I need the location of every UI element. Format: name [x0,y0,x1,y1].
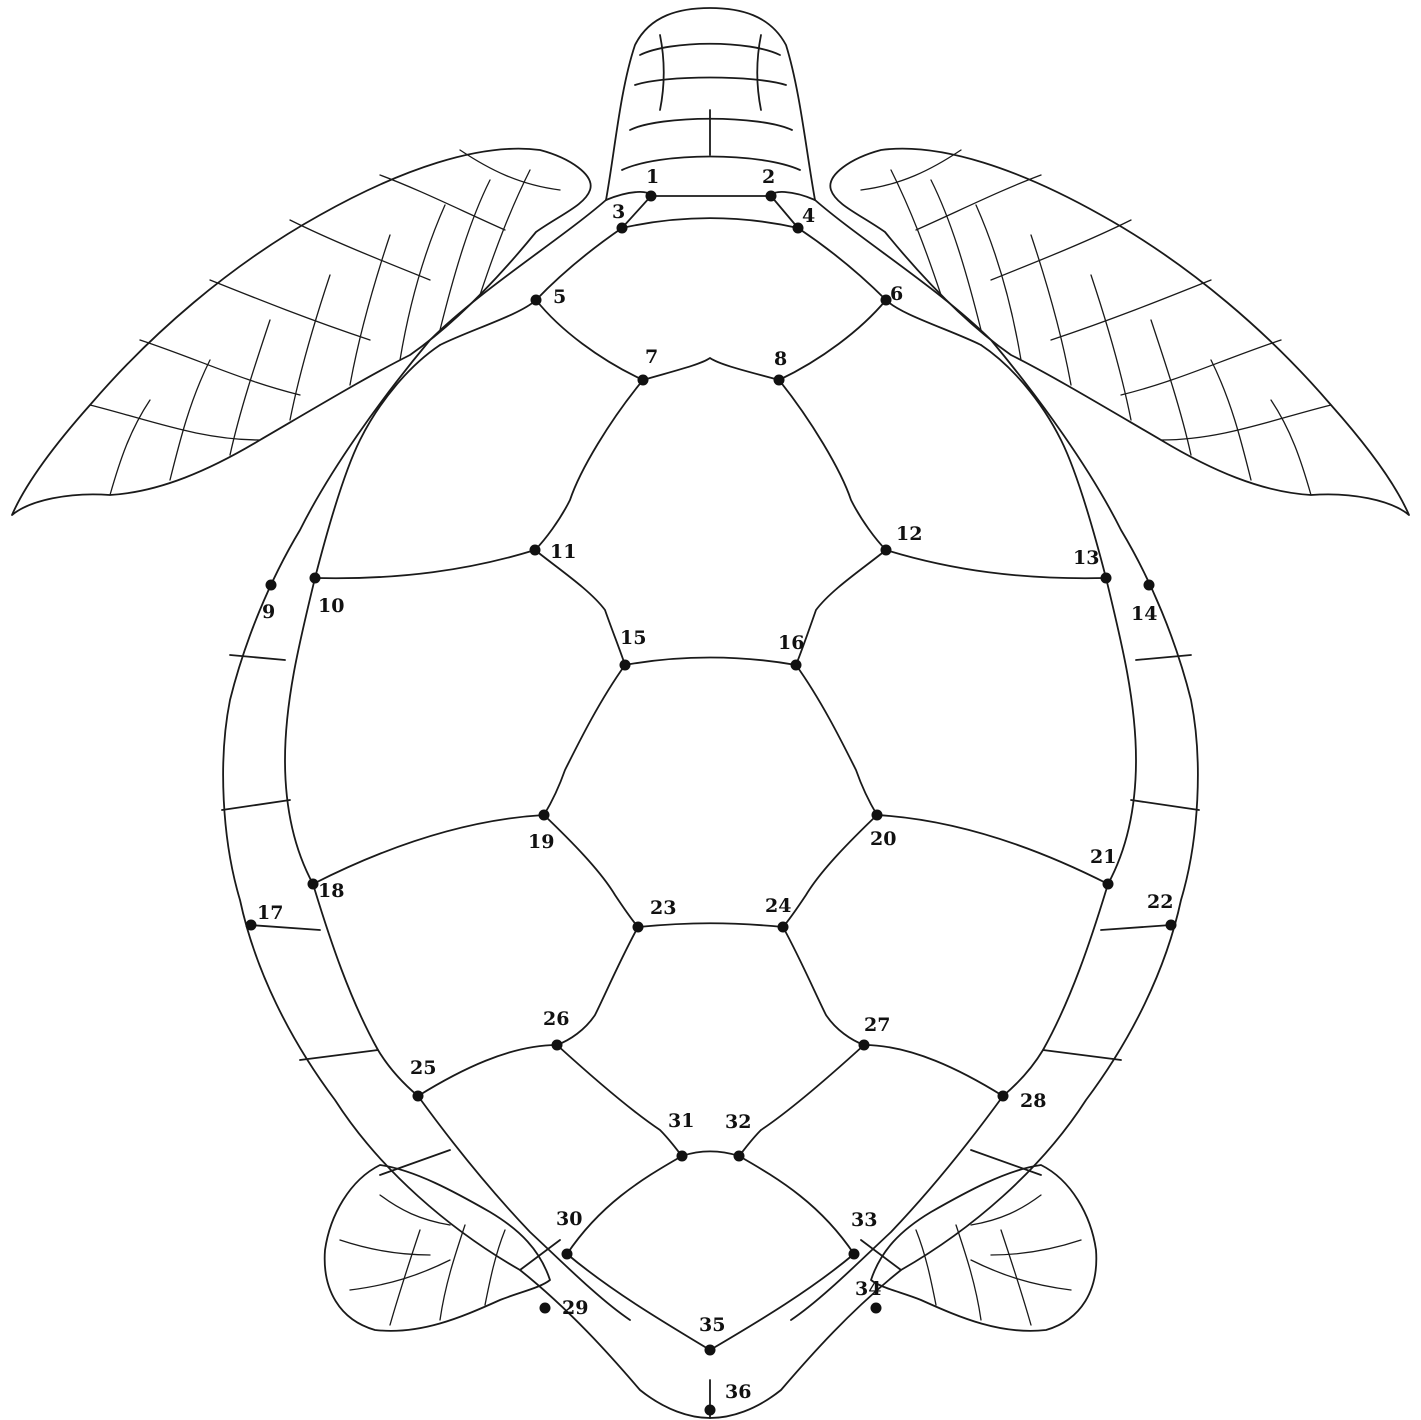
scute-seams [313,300,1108,1350]
left-front-flipper [12,149,591,515]
landmark-17-dot [246,920,257,931]
landmark-11-dot [530,545,541,556]
landmark-29-dot [540,1303,551,1314]
landmark-7-label: 7 [645,346,658,368]
landmark-16-dot [791,660,802,671]
landmark-10-dot [310,573,321,584]
landmark-28-dot [998,1091,1009,1102]
landmark-27-label: 27 [864,1014,890,1036]
landmark-3-dot [617,223,628,234]
carapace [222,192,1199,1418]
landmark-2-dot [766,191,777,202]
landmark-26-dot [552,1040,563,1051]
landmark-34-dot [871,1303,882,1314]
landmark-28-label: 28 [1020,1090,1046,1112]
head [606,8,815,200]
landmark-5-dot [531,295,542,306]
landmark-1-dot [646,191,657,202]
landmark-31-dot [677,1151,688,1162]
landmark-35-label: 35 [699,1314,725,1336]
left-rear-flipper [325,1165,550,1331]
landmark-27-dot [859,1040,870,1051]
landmark-21-dot [1103,879,1114,890]
landmark-17-label: 17 [257,902,283,924]
landmark-4-label: 4 [802,205,815,227]
landmark-12-label: 12 [896,523,922,545]
landmark-8-label: 8 [774,348,787,370]
landmark-3-label: 3 [612,201,625,223]
landmark-15-label: 15 [620,627,646,649]
landmark-20-label: 20 [870,828,896,850]
landmark-1-label: 1 [646,166,659,188]
landmark-22-dot [1166,920,1177,931]
landmark-9-dot [266,580,277,591]
landmark-6-label: 6 [890,283,903,305]
landmark-10-label: 10 [318,595,344,617]
landmark-11-label: 11 [550,541,576,563]
landmark-9-label: 9 [262,601,275,623]
landmark-34-label: 34 [855,1278,881,1300]
landmark-21-label: 21 [1090,846,1116,868]
landmark-23-label: 23 [650,897,676,919]
landmark-19-label: 19 [528,831,554,853]
right-front-flipper [830,149,1409,515]
landmark-32-label: 32 [725,1111,751,1133]
landmark-35-dot [705,1345,716,1356]
landmark-33-label: 33 [851,1209,877,1231]
landmark-18-dot [308,879,319,890]
landmark-24-dot [778,922,789,933]
landmark-30-label: 30 [556,1208,582,1230]
landmark-7-dot [638,375,649,386]
landmark-36-label: 36 [725,1381,751,1403]
landmark-36-dot [705,1405,716,1416]
landmark-22-label: 22 [1147,891,1173,913]
landmark-32-dot [734,1151,745,1162]
landmark-14-label: 14 [1131,603,1157,625]
landmark-12-dot [881,545,892,556]
landmark-8-dot [774,375,785,386]
landmark-29-label: 29 [562,1297,588,1319]
landmark-24-label: 24 [765,895,791,917]
landmark-25-dot [413,1091,424,1102]
landmark-14-dot [1144,580,1155,591]
landmark-5-label: 5 [553,286,566,308]
landmark-13-label: 13 [1073,547,1099,569]
landmark-19-dot [539,810,550,821]
landmark-23-dot [633,922,644,933]
landmark-25-label: 25 [410,1057,436,1079]
landmark-33-dot [849,1249,860,1260]
right-rear-flipper [871,1165,1096,1331]
landmark-20-dot [872,810,883,821]
landmark-31-label: 31 [668,1110,694,1132]
landmark-15-dot [620,660,631,671]
landmark-26-label: 26 [543,1008,569,1030]
landmark-18-label: 18 [318,880,344,902]
landmark-30-dot [562,1249,573,1260]
landmark-13-dot [1101,573,1112,584]
landmark-2-label: 2 [762,166,775,188]
landmark-16-label: 16 [778,632,804,654]
